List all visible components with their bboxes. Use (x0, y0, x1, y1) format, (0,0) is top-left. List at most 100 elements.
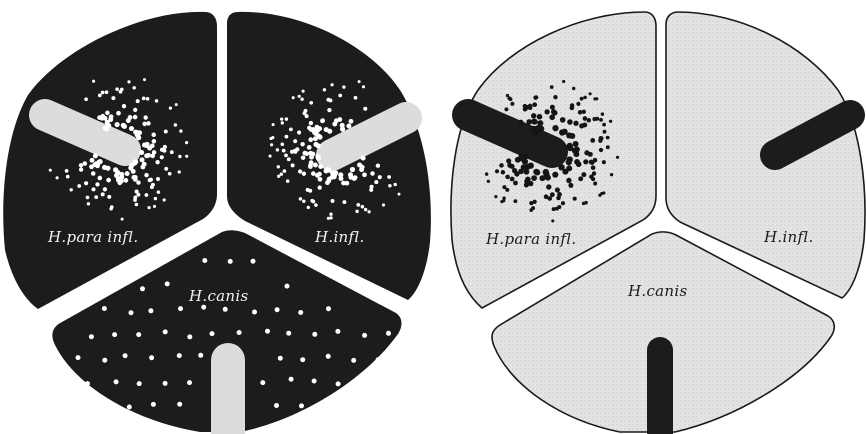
colony-dot (155, 99, 159, 103)
colony-dot (598, 194, 601, 197)
colony-dot (65, 169, 69, 173)
colony-dot (327, 403, 332, 408)
colony-dot (122, 104, 126, 108)
colony-dot (302, 199, 305, 202)
colony-dot (519, 156, 525, 162)
colony-dot (298, 310, 303, 315)
colony-dot (378, 405, 383, 410)
colony-dot (533, 96, 537, 100)
colony-dot (314, 203, 318, 207)
colony-dot (107, 195, 111, 199)
colony-dot (552, 125, 558, 131)
colony-dot (307, 145, 312, 150)
colony-dot (583, 159, 588, 164)
colony-dot (149, 355, 154, 360)
colony-dot (165, 281, 170, 286)
colony-dot (164, 130, 168, 134)
colony-dot (315, 154, 320, 159)
colony-dot (349, 119, 354, 124)
colony-dot (562, 80, 565, 83)
colony-dot (589, 92, 592, 95)
colony-dot (290, 150, 294, 154)
colony-dot (77, 184, 81, 188)
colony-dot (169, 106, 172, 109)
colony-dot (311, 171, 316, 176)
colony-dot (581, 172, 586, 177)
colony-dot (284, 154, 288, 158)
colony-dot (552, 207, 556, 211)
colony-dot (582, 110, 586, 114)
colony-dot (137, 381, 142, 386)
colony-dot (308, 189, 312, 193)
colony-dot (349, 405, 354, 410)
colony-dot (301, 155, 306, 160)
colony-dot (286, 331, 291, 336)
colony-dot (129, 126, 134, 131)
colony-dot (282, 149, 286, 153)
colony-dot (98, 402, 103, 407)
colony-dot (210, 331, 215, 336)
colony-dot (573, 141, 579, 147)
colony-dot (313, 136, 318, 141)
colony-dot (312, 332, 317, 337)
colony-dot (348, 175, 353, 180)
colony-dot (593, 182, 597, 186)
colony-dot (155, 160, 159, 164)
colony-dot (140, 286, 145, 291)
colony-dot (285, 117, 288, 120)
colony-dot (318, 164, 323, 169)
colony-dot (329, 216, 332, 219)
colony-dot (330, 83, 333, 86)
colony-dot (362, 85, 365, 88)
colony-dot (105, 111, 110, 116)
colony-dot (289, 127, 293, 131)
colony-dot (122, 124, 127, 129)
colony-dot (298, 95, 301, 98)
dark-plate: H.para infl. H.infl. H.canis (3, 12, 431, 434)
colony-dot (576, 102, 580, 106)
colony-dot (135, 203, 139, 207)
colony-dot (302, 172, 306, 176)
colony-dot (86, 196, 90, 200)
colony-dot (223, 307, 228, 312)
colony-dot (313, 163, 318, 168)
colony-dot (308, 137, 313, 142)
colony-dot (49, 169, 52, 172)
colony-dot (237, 330, 242, 335)
colony-dot (545, 175, 551, 181)
colony-dot (561, 201, 565, 205)
light-plate-label-infl: H.infl. (763, 228, 814, 246)
colony-dot (302, 90, 305, 93)
colony-dot (79, 163, 83, 167)
colony-dot (129, 163, 134, 168)
colony-dot (102, 165, 107, 170)
colony-dot (133, 195, 137, 199)
colony-dot (280, 172, 283, 175)
colony-dot (178, 306, 183, 311)
colony-dot (501, 170, 506, 175)
colony-dot (272, 123, 275, 126)
colony-dot (163, 329, 168, 334)
colony-dot (115, 122, 120, 127)
colony-dot (69, 188, 72, 191)
colony-dot (555, 207, 559, 211)
colony-dot (101, 91, 105, 95)
colony-dot (582, 202, 586, 206)
colony-dot (544, 109, 549, 114)
colony-dot (153, 205, 156, 208)
colony-dot (599, 148, 603, 152)
colony-dot (332, 122, 337, 127)
colony-dot (198, 353, 203, 358)
colony-dot (494, 195, 497, 198)
colony-dot (510, 102, 514, 106)
colony-dot (388, 184, 392, 188)
colony-dot (132, 86, 135, 89)
colony-dot (317, 126, 322, 131)
colony-dot (201, 305, 206, 310)
colony-dot (187, 334, 192, 339)
colony-dot (361, 205, 365, 209)
colony-dot (566, 165, 572, 171)
colony-dot (140, 157, 145, 162)
colony-dot (175, 103, 178, 106)
colony-dot (583, 96, 587, 100)
